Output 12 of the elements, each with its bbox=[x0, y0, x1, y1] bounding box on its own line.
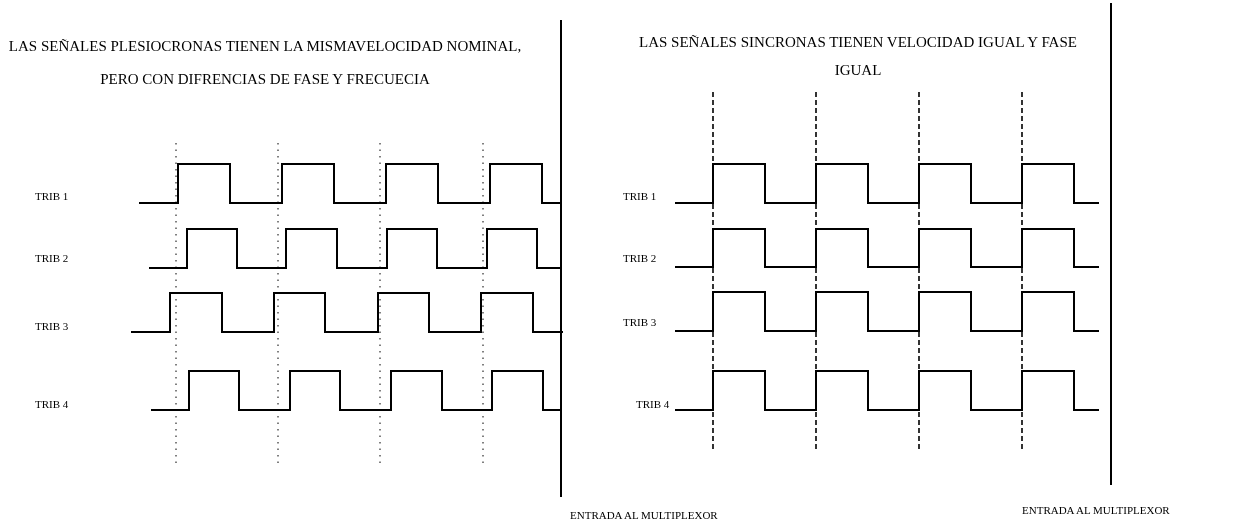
caption-text: ENTRADA AL MULTIPLEXOR bbox=[1022, 504, 1170, 516]
signal-label: TRIB 4 bbox=[35, 398, 69, 410]
signal-label: TRIB 4 bbox=[636, 398, 670, 410]
signal-label: TRIB 2 bbox=[35, 252, 69, 264]
signal-label: TRIB 2 bbox=[623, 252, 657, 264]
heading-text: LAS SEÑALES PLESIOCRONAS TIENEN LA MISMAVELOCIDAD NOMINAL, PERO CON DIFRENCIAS DE FASE Y FRECUECIA bbox=[7, 37, 523, 89]
caption-text: ENTRADA AL MULTIPLEXOR bbox=[570, 509, 718, 521]
signal-label: TRIB 1 bbox=[623, 190, 657, 202]
signal-label: TRIB 1 bbox=[35, 190, 69, 202]
signal-label: TRIB 3 bbox=[35, 320, 69, 332]
heading-text: LAS SEÑALES SINCRONAS TIENEN VELOCIDAD IGUAL Y FASE IGUAL bbox=[638, 33, 1078, 80]
signal-label: TRIB 3 bbox=[623, 316, 657, 328]
